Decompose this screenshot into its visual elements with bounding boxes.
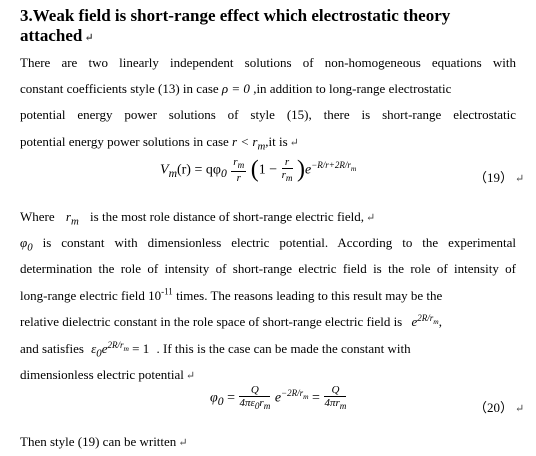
- eq-number-19: （19）↵: [474, 170, 525, 185]
- para1-line3: potential energy power solutions of styl…: [20, 107, 516, 122]
- para2-line7: dimensionless electric potential↵: [20, 367, 196, 382]
- para1-line4: potential energy power solutions in case…: [20, 134, 299, 153]
- phi0-symbol: φ0: [20, 235, 33, 254]
- para2-line1: Where rm is the most role distance of sh…: [20, 209, 376, 228]
- last-line: Then style (19) can be written↵: [20, 434, 188, 449]
- para2-line2: φ0 is constant with dimensionless electr…: [20, 235, 516, 254]
- r-m-symbol: rm: [65, 209, 79, 228]
- para2-line4: long-range electric field 10-11 times. T…: [20, 286, 443, 303]
- section-heading-cont: attached↵: [20, 26, 94, 45]
- para2-line6: and satisfies ε0e2R/rm = 1 . If this is …: [20, 339, 411, 360]
- para1-line2: constant coefficients style (13) in case…: [20, 81, 452, 96]
- eq-number-20: （20）↵: [474, 400, 525, 415]
- para2-line3: determination the role of intensity of s…: [20, 261, 516, 276]
- r-less-rm: r < rm: [232, 134, 266, 153]
- para1-line1: There are two linearly independent solut…: [20, 55, 516, 70]
- rho-equals-zero: ρ = 0: [221, 81, 250, 96]
- para2-line5: relative dielectric constant in the role…: [20, 312, 442, 329]
- section-heading: 3.Weak field is short-range effect which…: [20, 6, 451, 25]
